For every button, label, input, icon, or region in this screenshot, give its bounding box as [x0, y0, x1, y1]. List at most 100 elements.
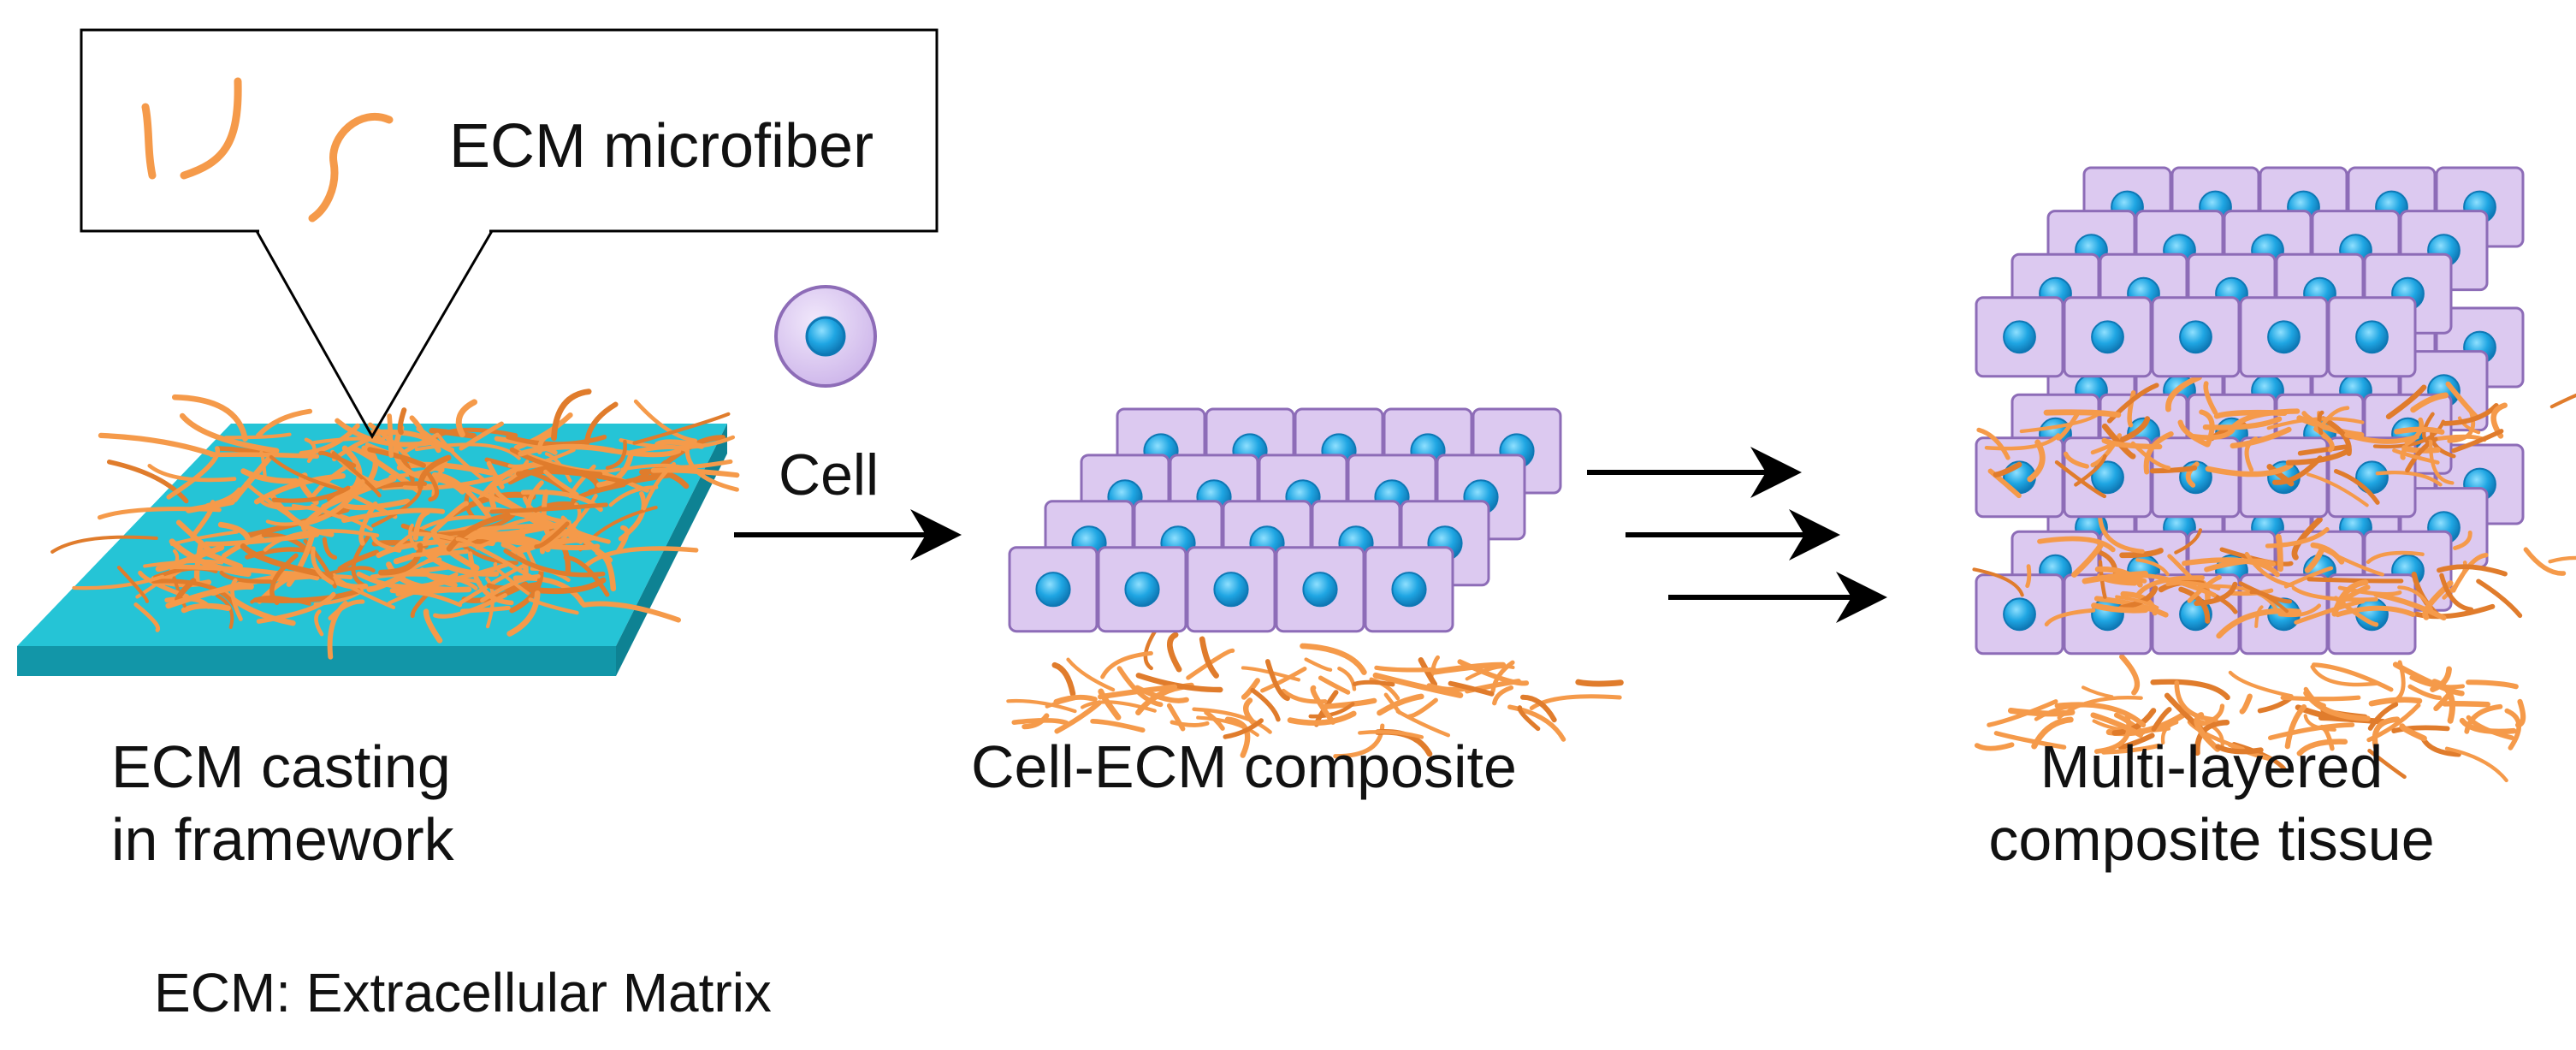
ecm-fiber [2177, 419, 2210, 448]
ecm-fiber [1492, 685, 1514, 706]
ecm-fiber [2165, 580, 2221, 591]
cell-input: Cell [734, 285, 962, 561]
ecm-fiber [2439, 572, 2474, 612]
ecm-fiber [240, 543, 334, 579]
ecm-fiber [583, 401, 619, 447]
stage1-caption: ECM casting in framework [111, 733, 455, 873]
ecm-fiber [1529, 694, 1622, 710]
ecm-fiber [2366, 550, 2425, 565]
ecm-fiber [2375, 470, 2443, 487]
ecm-fiber [2093, 714, 2132, 754]
ecm-fiber [1090, 718, 1146, 733]
callout-pointer [255, 230, 494, 440]
ecm-fiber [414, 442, 521, 460]
ecm-fiber [543, 469, 579, 497]
ecm-fiber [1448, 680, 1495, 697]
ecm-fiber [2442, 701, 2490, 708]
ecm-fiber [1304, 657, 1333, 672]
ecm-fiber [506, 590, 541, 637]
cell [2151, 296, 2241, 378]
ecm-fiber [2476, 578, 2523, 619]
ecm-fiber [2394, 426, 2445, 435]
ecm-fiber [2548, 555, 2576, 564]
ecm-fiber [2367, 749, 2407, 780]
ecm-fiber [2203, 381, 2218, 415]
ecm-fiber [2372, 419, 2445, 449]
ecm-fiber [1260, 667, 1307, 693]
ecm-fiber [2098, 560, 2107, 599]
ecm-fiber [1199, 636, 1219, 679]
ecm-fiber [1377, 693, 1424, 716]
ecm-fiber [2054, 460, 2107, 499]
ecm-fiber [2213, 409, 2288, 419]
tissue-layer [1975, 166, 2576, 507]
microfiber-sample-2 [180, 77, 242, 180]
ecm-fiber [2407, 684, 2443, 701]
ecm-fiber [583, 546, 699, 569]
ecm-fiber [133, 602, 161, 632]
ecm-fiber [506, 434, 607, 447]
ecm-fiber [494, 436, 558, 455]
ecm-fiber [1575, 679, 1624, 687]
ecm-fiber [1993, 461, 2022, 478]
ecm-fiber [2135, 558, 2170, 577]
ecm-fiber [1196, 715, 1259, 737]
cell [2239, 296, 2329, 378]
ecm-fiber [2130, 573, 2217, 597]
footnote: ECM: Extracellular Matrix [154, 962, 772, 1023]
ecm-fiber [410, 592, 429, 619]
cell-nucleus [1213, 572, 1249, 608]
ecm-fiber [2043, 409, 2122, 418]
ecm-fiber [2228, 670, 2294, 698]
ecm-fiber [412, 509, 430, 541]
callout-label: ECM microfiber [449, 112, 873, 181]
ecm-fiber [2453, 530, 2472, 550]
stage1-caption-line2: in framework [111, 806, 455, 873]
microfiber-callout: ECM microfiber [80, 28, 939, 440]
ecm-fiber [2254, 605, 2264, 628]
stage2-arrows [1587, 447, 1887, 623]
stage3-caption: Multi-layered composite tissue [1988, 733, 2434, 873]
stage3-caption-line1: Multi-layered [2040, 733, 2384, 800]
multi-layered-tissue [1972, 166, 2576, 783]
ecm-fiber [1011, 718, 1069, 726]
cell-nucleus [2003, 597, 2036, 632]
ecm-fiber [1976, 427, 2010, 460]
ecm-fiber [341, 507, 446, 523]
callout-box [80, 28, 939, 233]
ecm-fiber [1374, 665, 1437, 673]
cell-nucleus [2355, 320, 2389, 354]
ecm-fiber [2409, 675, 2466, 690]
ecm-fiber [2174, 680, 2218, 722]
ecm-fiber [1167, 632, 1182, 673]
ecm-fiber [314, 609, 324, 637]
ecm-fiber [259, 450, 267, 478]
ecm-fiber [356, 571, 438, 590]
ecm-fiber [1507, 704, 1566, 742]
ecm-fiber [534, 521, 570, 549]
ecm-fiber [2515, 698, 2526, 728]
cell-nucleus [2091, 460, 2124, 495]
ecm-fiber [1204, 709, 1225, 731]
ecm-fiber [1395, 709, 1451, 738]
ecm-fiber [2239, 693, 2253, 715]
cell-nucleus [2091, 320, 2124, 354]
cell-nucleus [2267, 320, 2301, 354]
ecm-fiber [2090, 712, 2144, 739]
ecm-fiber [2307, 577, 2404, 584]
ecm-fiber [528, 597, 579, 615]
ecm-fiber [446, 512, 511, 552]
ecm-fiber [632, 412, 731, 445]
ecm-fiber [463, 483, 546, 526]
ecm-fiber [2027, 439, 2046, 483]
ecm-fiber [416, 426, 454, 453]
ecm-fiber [509, 570, 544, 614]
ecm-framework [17, 389, 740, 676]
ecm-fiber [2202, 416, 2283, 430]
ecm-fiber [2057, 696, 2143, 720]
ecm-fiber [489, 502, 608, 514]
ecm-fiber [1300, 643, 1367, 675]
ecm-fiber [608, 485, 659, 507]
ecm-fiber [1490, 660, 1515, 694]
ecm-fiber [143, 559, 224, 568]
